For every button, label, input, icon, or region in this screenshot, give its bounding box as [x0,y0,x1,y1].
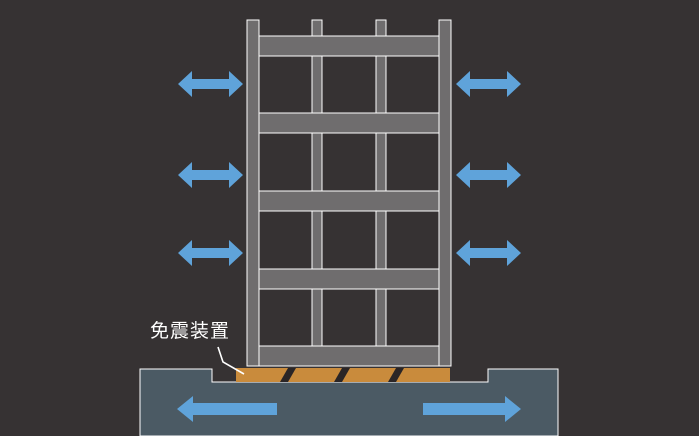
shake-arrows-left [178,71,243,266]
leader-line [217,346,245,375]
shake-arrows-right [456,71,521,266]
arrow-left-icon [177,396,277,422]
floor-beam [254,190,444,212]
double-arrow-icon [178,162,243,188]
isolator-device [236,368,450,382]
double-arrow-icon [456,71,521,97]
floor-beam [254,345,444,367]
isolator-stripe [280,368,296,382]
double-arrow-icon [456,240,521,266]
double-arrow-icon [178,71,243,97]
double-arrow-icon [178,240,243,266]
floor-beam [254,35,444,57]
isolator-label: 免震装置 [150,320,230,342]
ground-foundation [139,368,559,436]
outer-column-left [246,19,260,367]
double-arrow-icon [456,162,521,188]
arrow-right-icon [423,396,521,422]
building-frame [246,19,452,367]
isolator-stripe [388,368,404,382]
isolator-stripe [334,368,350,382]
floor-beam [254,112,444,134]
outer-column-right [438,19,452,367]
floor-beam [254,268,444,290]
